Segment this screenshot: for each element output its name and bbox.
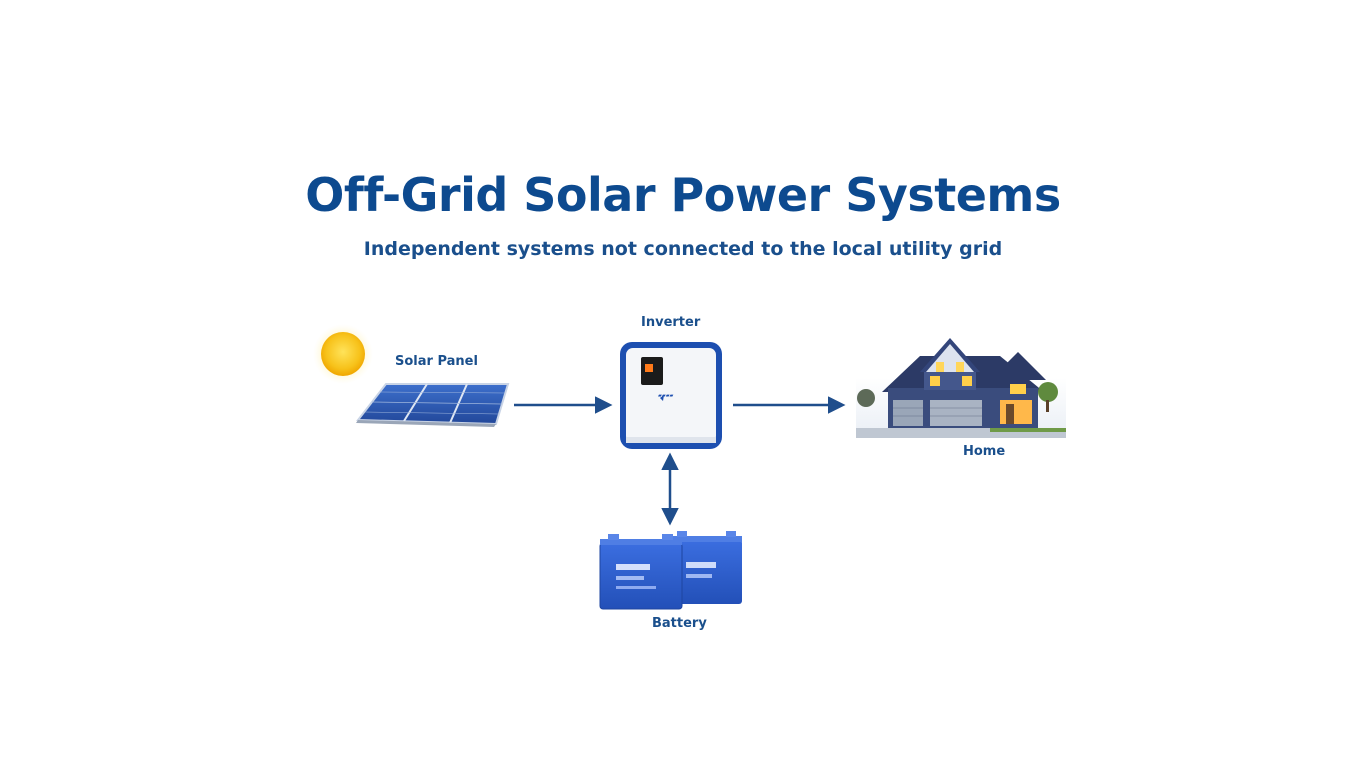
home-label: Home bbox=[963, 444, 1006, 459]
solar-panel-icon bbox=[356, 383, 510, 427]
house-icon bbox=[856, 338, 1066, 438]
battery-label: Battery bbox=[652, 616, 707, 631]
svg-text:▰▰▰▰: ▰▰▰▰ bbox=[658, 393, 674, 399]
battery-icon bbox=[599, 531, 742, 610]
page-subtitle: Independent systems not connected to the… bbox=[363, 238, 1003, 260]
solar-panel-label: Solar Panel bbox=[395, 354, 478, 369]
sun-icon bbox=[313, 324, 373, 384]
inverter-icon: ▰▰▰▰ bbox=[620, 342, 722, 449]
page-title: Off-Grid Solar Power Systems bbox=[305, 168, 1061, 222]
inverter-label: Inverter bbox=[641, 315, 701, 330]
